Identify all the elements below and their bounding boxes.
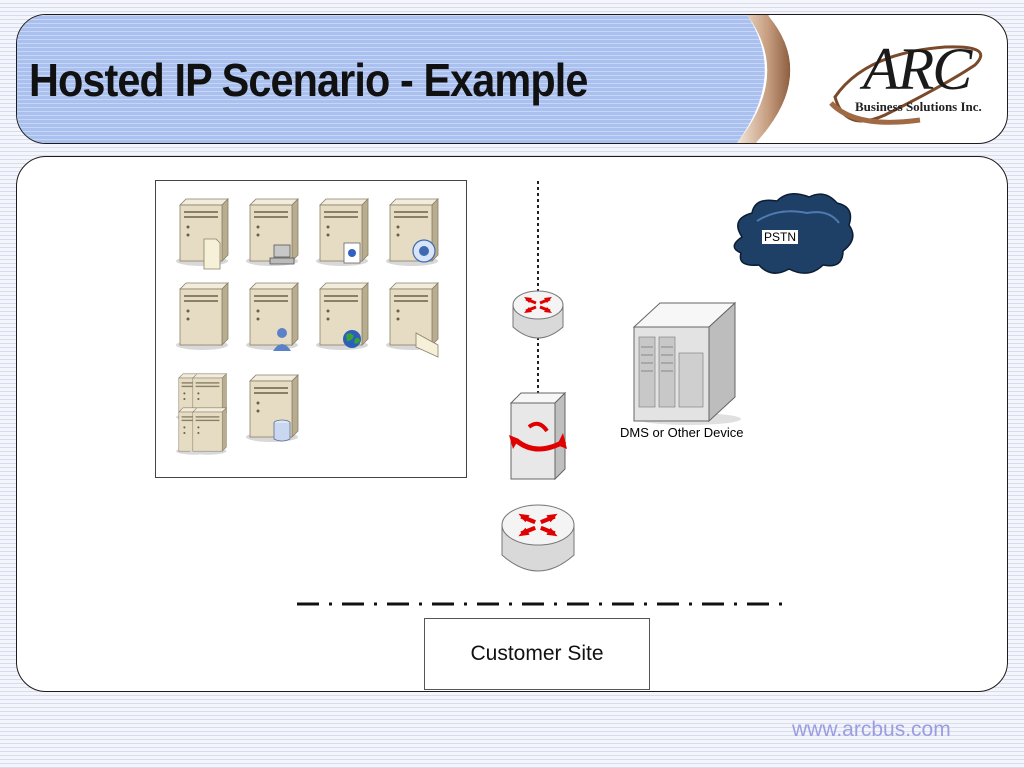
diagram-panel: PSTN DMS or Other Device Customer Site [16,156,1008,692]
header-banner: Hosted IP Scenario - Example ARC Busines… [16,14,1008,144]
server-globe-icon [385,198,439,267]
customer-site-box: Customer Site [424,618,650,690]
pstn-label: PSTN [762,230,799,244]
dms-device-icon [632,301,741,425]
server-database-icon [245,374,299,443]
edge-router-icon [501,504,575,572]
server-document-icon [315,198,369,267]
logo-subtitle: Business Solutions Inc. [855,99,982,114]
server-workstation-icon [245,198,299,267]
firewall-icon [509,391,567,481]
server-user-icon [245,282,299,351]
logo-text: ARC [863,36,972,102]
network-diagram [297,181,854,606]
header-background [17,15,793,143]
server-farm [175,198,439,456]
server-web-icon [315,282,369,351]
dms-device-label: DMS or Other Device [620,425,744,440]
footer-url-link[interactable]: www.arcbus.com [792,718,951,741]
arc-logo-swoosh [829,45,983,125]
customer-site-label: Customer Site [470,642,604,665]
server-file-icon [175,198,229,270]
server-group [155,180,467,478]
server-mail-icon [385,282,439,358]
page-title: Hosted IP Scenario - Example [29,54,588,106]
router-icon [512,290,564,339]
